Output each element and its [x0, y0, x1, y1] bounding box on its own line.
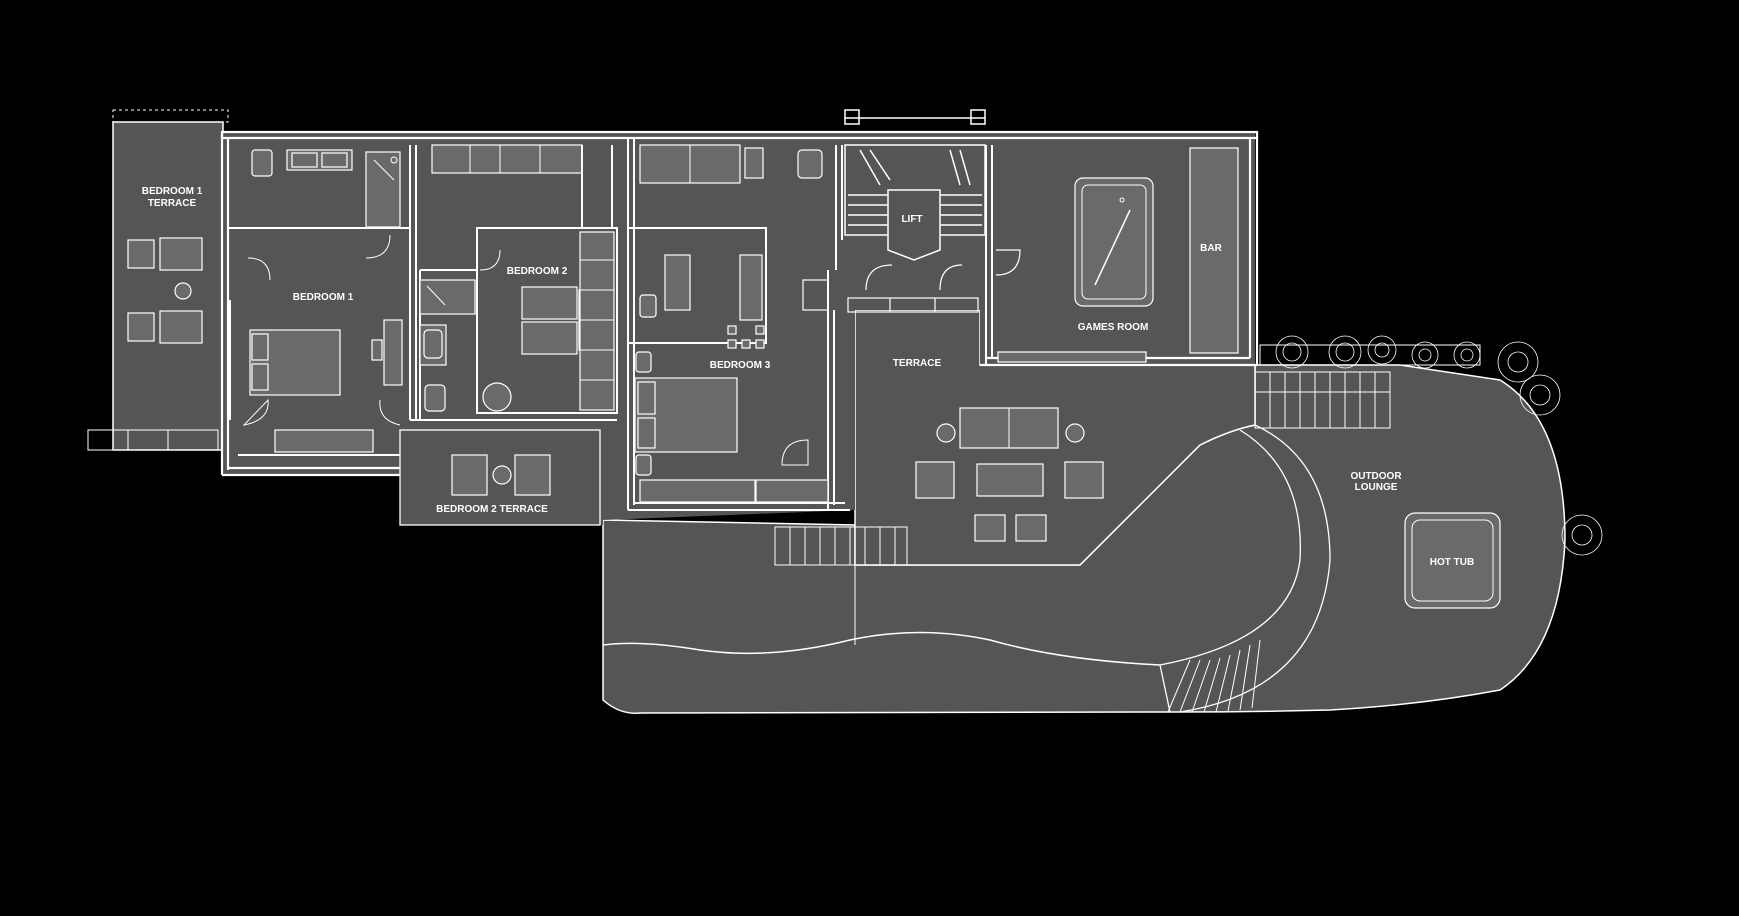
side-table-1 — [174, 282, 192, 300]
bedroom2-bed-2 — [521, 321, 578, 355]
bedroom2-terrace-table — [492, 465, 512, 485]
label-outdoor-lounge-1: OUTDOOR — [1350, 471, 1402, 482]
garden-steps — [1167, 639, 1261, 713]
label-hot-tub: HOT TUB — [1430, 557, 1474, 568]
tree-icons — [1275, 335, 1603, 556]
outdoor-stairs — [1254, 371, 1391, 429]
house-floor — [222, 133, 1255, 525]
terrace-steps — [774, 526, 908, 645]
bedroom1-terrace-pergola — [112, 109, 229, 123]
bedroom2-wardrobe — [579, 231, 615, 411]
lounger-3 — [127, 312, 155, 342]
label-bedroom1-terrace-2: TERRACE — [148, 198, 197, 209]
label-games-room: GAMES ROOM — [1078, 322, 1149, 333]
terrace-side-table-1 — [936, 423, 956, 443]
planter-strip — [1259, 344, 1481, 366]
bedroom1-terrace-railing — [87, 429, 219, 451]
garden-edge — [602, 631, 1161, 666]
label-bedroom2: BEDROOM 2 — [507, 266, 568, 277]
bedroom1-terrace-floor — [112, 121, 224, 451]
label-lift: LIFT — [901, 214, 922, 225]
bedroom2-terrace-chair-2 — [514, 454, 551, 496]
hot-tub — [1404, 512, 1501, 609]
ensuite-1 — [251, 149, 401, 228]
curved-path — [1159, 429, 1302, 666]
games-room-window — [997, 351, 1147, 363]
bar-counter — [1189, 147, 1239, 354]
lounger-1 — [127, 239, 155, 269]
label-bedroom1: BEDROOM 1 — [293, 292, 354, 303]
label-bedroom2-terrace: BEDROOM 2 TERRACE — [436, 504, 548, 515]
label-bar: BAR — [1200, 243, 1222, 254]
entry-doors — [802, 249, 1021, 313]
terrace-stool-1 — [974, 514, 1006, 542]
corridor-cabinets — [431, 144, 823, 184]
exterior-walls — [220, 130, 1259, 477]
lounger-2 — [159, 237, 203, 271]
bedroom1-desk — [383, 319, 403, 386]
ensuite-3 — [639, 254, 765, 349]
games-room-walls — [985, 145, 993, 365]
terrace-armchair-1 — [915, 461, 955, 499]
bedroom1-walls — [228, 145, 417, 456]
pool-table — [1074, 177, 1154, 307]
label-terrace: TERRACE — [893, 358, 942, 369]
stair-lift-core — [844, 144, 986, 261]
entry-canopy — [844, 109, 986, 125]
lift — [887, 189, 941, 261]
lounger-4 — [159, 310, 203, 344]
curved-path-outer — [1159, 424, 1331, 713]
bedroom3-window — [639, 479, 756, 503]
ensuite-2 — [419, 279, 476, 412]
bedroom2-terrace-chair-1 — [451, 454, 488, 496]
label-bedroom3: BEDROOM 3 — [710, 360, 771, 371]
label-outdoor-lounge-2: LOUNGE — [1355, 482, 1398, 493]
terrace-coffee-table — [976, 463, 1044, 497]
bedroom2-chair — [482, 382, 512, 412]
terrace-stool-2 — [1015, 514, 1047, 542]
label-bedroom1-terrace-1: BEDROOM 1 — [142, 186, 203, 197]
bedroom1-window — [274, 429, 374, 453]
terrace-armchair-2 — [1064, 461, 1104, 499]
interior-walls — [581, 145, 843, 270]
terrace-side-table-2 — [1065, 423, 1085, 443]
bedroom2-bed-1 — [521, 286, 578, 320]
